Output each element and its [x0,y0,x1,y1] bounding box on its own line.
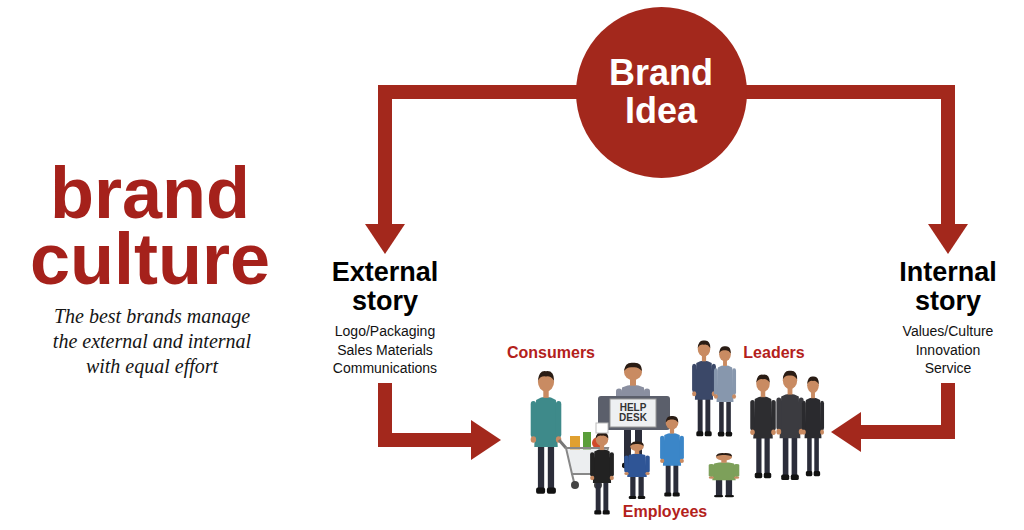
idea-circle-fill [576,7,747,178]
person-figure [531,371,562,494]
person-figure [802,377,824,477]
group-label: Employees [623,502,707,521]
person-figure [692,340,716,436]
group-label: Leaders [743,343,804,362]
person-figure [776,371,803,480]
person-figure [660,416,684,497]
people-group: Consumers LeadersEmployees [505,330,827,526]
desk-sign [610,399,656,427]
flow-arrow [385,92,580,224]
person-figure [714,346,736,436]
person-figure [616,363,650,469]
story-heading: Internal story [895,258,1001,316]
cart-handle [559,440,566,448]
story-block: Internal storyValues/Culture Innovation … [895,258,1001,377]
idea-text: Brand Idea [596,54,726,130]
leaders-background [692,340,736,436]
story-heading: External story [326,258,444,316]
story-items: Values/Culture Innovation Service [895,322,1001,377]
group-label: Consumers [507,343,595,362]
help-desk [598,396,670,430]
leaders-figures [750,371,824,480]
cart-wheel [571,481,579,489]
chef-hat [596,423,608,433]
desk-sign-text: HELP DESK [616,403,650,424]
diagram-title: brand culture [15,160,285,292]
flow-arrow [385,383,471,440]
story-items: Logo/Packaging Sales Materials Communica… [326,322,444,377]
person-figure [590,432,614,514]
story-block: External storyLogo/Packaging Sales Mater… [326,258,444,377]
person-figure [624,441,650,499]
diagram-caption: The best brands manage the external and … [41,304,263,379]
person-figure [709,453,740,497]
flow-arrow [743,92,949,224]
person-figure [750,375,776,479]
cart-frame [572,474,574,482]
employees-figures [590,416,739,515]
flow-arrow [861,383,948,432]
idea-circle: Brand Idea [576,7,747,178]
